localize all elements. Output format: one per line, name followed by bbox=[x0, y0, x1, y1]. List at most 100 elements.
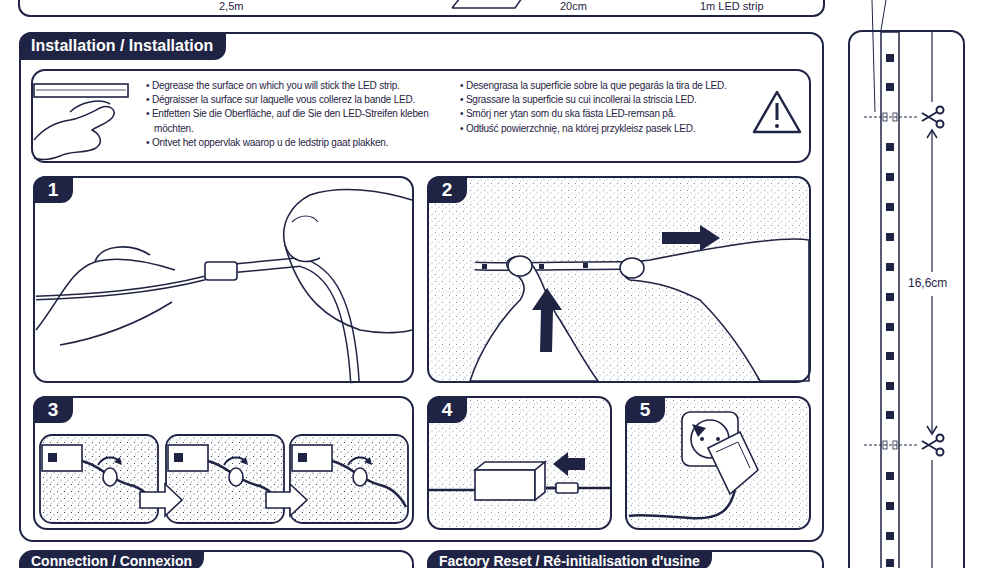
copper-pad bbox=[883, 113, 887, 121]
warning-mark bbox=[776, 103, 779, 120]
step-panel: 5 bbox=[625, 396, 811, 530]
text-column: • Degrease the surface on which you will… bbox=[146, 79, 453, 150]
detail-box bbox=[40, 435, 158, 523]
step-number: 1 bbox=[33, 176, 73, 203]
step-number: 5 bbox=[625, 396, 665, 423]
controller-box bbox=[535, 462, 545, 500]
copper-pad bbox=[893, 441, 897, 449]
led-chip bbox=[886, 532, 894, 540]
power-adapter bbox=[708, 432, 758, 494]
cable bbox=[578, 487, 610, 490]
led-strip-inner bbox=[300, 262, 355, 383]
step-number: 3 bbox=[33, 396, 73, 423]
strip-panel: 16,6cm bbox=[848, 30, 965, 568]
wiping-hand bbox=[34, 107, 114, 160]
label-holder: 1m LED strip bbox=[700, 0, 764, 12]
section-heading: Factory Reset / Ré-initialisation d'usin… bbox=[427, 552, 712, 568]
led-chip bbox=[886, 83, 894, 91]
clip-detail bbox=[292, 445, 406, 507]
scissors-handle bbox=[937, 107, 944, 114]
scissors-handle bbox=[937, 121, 944, 128]
led-chip bbox=[886, 323, 894, 331]
dimension-arrowhead bbox=[927, 426, 937, 434]
led-chip bbox=[886, 502, 894, 510]
led-chip bbox=[886, 263, 894, 271]
led-chip bbox=[539, 264, 544, 269]
cable-inner bbox=[36, 278, 205, 298]
strip-roll-icon bbox=[452, 0, 522, 8]
clip-detail bbox=[42, 445, 156, 507]
sequence-arrow bbox=[140, 484, 182, 516]
step-panel: 2 bbox=[427, 176, 811, 383]
led-chip bbox=[886, 559, 894, 567]
right-hand bbox=[624, 239, 809, 381]
scissors-handle bbox=[937, 435, 944, 442]
led-chip bbox=[886, 382, 894, 390]
installation-panel: • Degrease the surface on which you will… bbox=[19, 32, 824, 542]
connector bbox=[205, 262, 237, 280]
label-holder: 20cm bbox=[560, 0, 587, 12]
led-chip bbox=[886, 173, 894, 181]
cut-line bbox=[864, 445, 918, 446]
detail-box bbox=[290, 435, 408, 523]
dimension-arrowhead bbox=[927, 130, 937, 138]
led-chip bbox=[886, 233, 894, 241]
controller-box bbox=[475, 462, 545, 470]
press-arrow bbox=[532, 288, 562, 352]
warning-instruction: • Ontvet het oppervlak waarop u de ledst… bbox=[146, 136, 453, 150]
cable bbox=[429, 489, 475, 492]
sequence-arrow bbox=[266, 484, 307, 516]
label-holder: 16,6cm bbox=[906, 276, 949, 290]
step-panel: 1 bbox=[33, 176, 414, 383]
led-chip bbox=[886, 203, 894, 211]
left-finger bbox=[60, 302, 172, 345]
guide-line bbox=[931, 32, 932, 102]
connection-panel: Connection / Connexion bbox=[19, 550, 414, 568]
warning-box: • Degrease the surface on which you will… bbox=[31, 69, 811, 163]
warning-instruction: • Dégraisser la surface sur laquelle vou… bbox=[146, 93, 453, 107]
scissors bbox=[922, 440, 937, 450]
led-strip bbox=[881, 32, 899, 568]
right-finger bbox=[285, 245, 412, 333]
left-thumb bbox=[95, 247, 150, 262]
scissors bbox=[922, 112, 937, 122]
dimension-label: 2,5m bbox=[219, 0, 243, 12]
step-panel: 3 bbox=[33, 396, 414, 530]
leader-line bbox=[881, 0, 886, 30]
text-column: • Desengrasa la superficie sobre la que … bbox=[460, 79, 750, 136]
fingernail bbox=[292, 216, 318, 222]
insert-arrow bbox=[692, 424, 706, 437]
cable bbox=[36, 278, 205, 298]
board-line bbox=[36, 90, 126, 91]
led-chip bbox=[482, 264, 487, 269]
label-holder: 2,5m bbox=[219, 0, 243, 12]
cut-line bbox=[864, 117, 918, 118]
direction-arrow bbox=[662, 225, 720, 251]
warning-instruction: • Sgrassare la superficie su cui incolle… bbox=[460, 93, 750, 107]
socket-hole bbox=[716, 437, 720, 441]
scissors-handle bbox=[937, 449, 944, 456]
step-number: 2 bbox=[427, 176, 467, 203]
led-chip bbox=[886, 54, 894, 62]
adapter-edge bbox=[716, 442, 750, 468]
warning-instruction: • Desengrasa la superficie sobre la que … bbox=[460, 79, 750, 93]
copper-pad bbox=[893, 113, 897, 121]
reset-panel: Factory Reset / Ré-initialisation d'usin… bbox=[427, 550, 824, 568]
surface-texture bbox=[429, 178, 809, 381]
warning-instruction: • Entfetten Sie die Oberfläche, auf die … bbox=[146, 107, 453, 135]
finger bbox=[620, 258, 644, 278]
left-hand bbox=[470, 257, 598, 381]
shelf-board bbox=[34, 84, 128, 97]
warning-instruction: • Smörj ner ytan som du ska fästa LED-re… bbox=[460, 107, 750, 121]
led-chip bbox=[886, 352, 894, 360]
led-strip bbox=[300, 262, 355, 383]
warning-mark-dot bbox=[775, 124, 779, 128]
step-panel: 4 bbox=[427, 396, 612, 530]
section-heading: Installation / Installation bbox=[19, 32, 226, 60]
copper-pad bbox=[883, 441, 887, 449]
led-chip bbox=[583, 263, 588, 268]
plug-pin bbox=[546, 487, 556, 490]
measurement-label: 16,6cm bbox=[906, 276, 949, 290]
dimension-label: 1m LED strip bbox=[700, 0, 764, 12]
